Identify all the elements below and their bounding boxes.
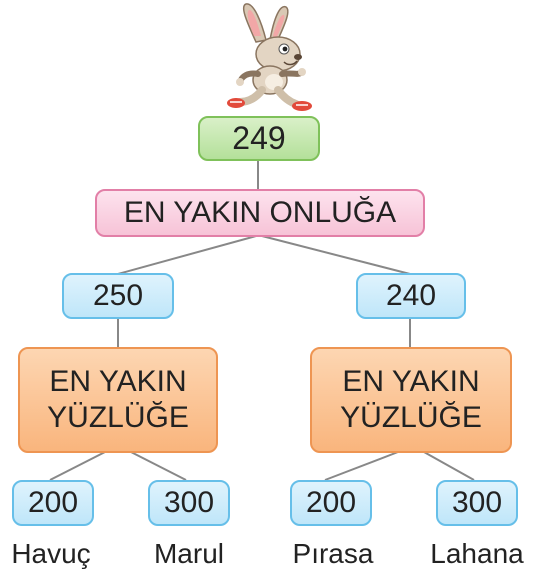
leaf-label-pirasa: Pırasa [292,538,374,569]
running-rabbit-icon [227,3,312,111]
hundreds-result-pirasa: 200 [305,486,357,519]
rule-nearest-hundred-left-line1: EN YAKIN [49,365,187,398]
rule-nearest-hundred-right-line2: YÜZLÜĞE [340,401,482,434]
rule-nearest-ten-box: EN YAKIN ONLUĞA [95,189,425,237]
tens-result-right: 240 [385,279,437,312]
connector-right-lahana [423,451,475,481]
connector-left-marul [130,451,187,481]
tens-result-left: 250 [92,279,144,312]
root-number-box: 249 [198,116,320,161]
hundreds-result-box-havuc: 200 [12,480,94,526]
rule-nearest-hundred-right-line1: EN YAKIN [342,365,480,398]
hundreds-result-box-lahana: 300 [436,480,518,526]
hundreds-result-lahana: 300 [451,486,503,519]
leaf-label-lahana: Lahana [430,538,524,569]
rule-nearest-hundred-box-right: EN YAKIN YÜZLÜĞE [310,347,512,453]
rule-nearest-ten-label: EN YAKIN ONLUĞA [123,196,397,229]
connector-rule-right [261,235,411,275]
connector-left-havuc [49,451,106,481]
tens-result-box-left: 250 [62,273,174,319]
connector-right-pirasa [324,451,399,481]
hundreds-result-box-marul: 300 [148,480,230,526]
hundreds-result-havuc: 200 [27,486,79,519]
leaf-label-marul: Marul [153,538,224,569]
hundreds-result-marul: 300 [163,486,215,519]
connector-rule-left [117,235,257,275]
rule-nearest-hundred-left-line2: YÜZLÜĞE [47,401,189,434]
tens-result-box-right: 240 [356,273,466,319]
rule-nearest-hundred-box-left: EN YAKIN YÜZLÜĞE [18,347,218,453]
hundreds-result-box-pirasa: 200 [290,480,372,526]
root-number: 249 [232,120,286,156]
leaf-label-havuc: Havuç [11,538,91,569]
